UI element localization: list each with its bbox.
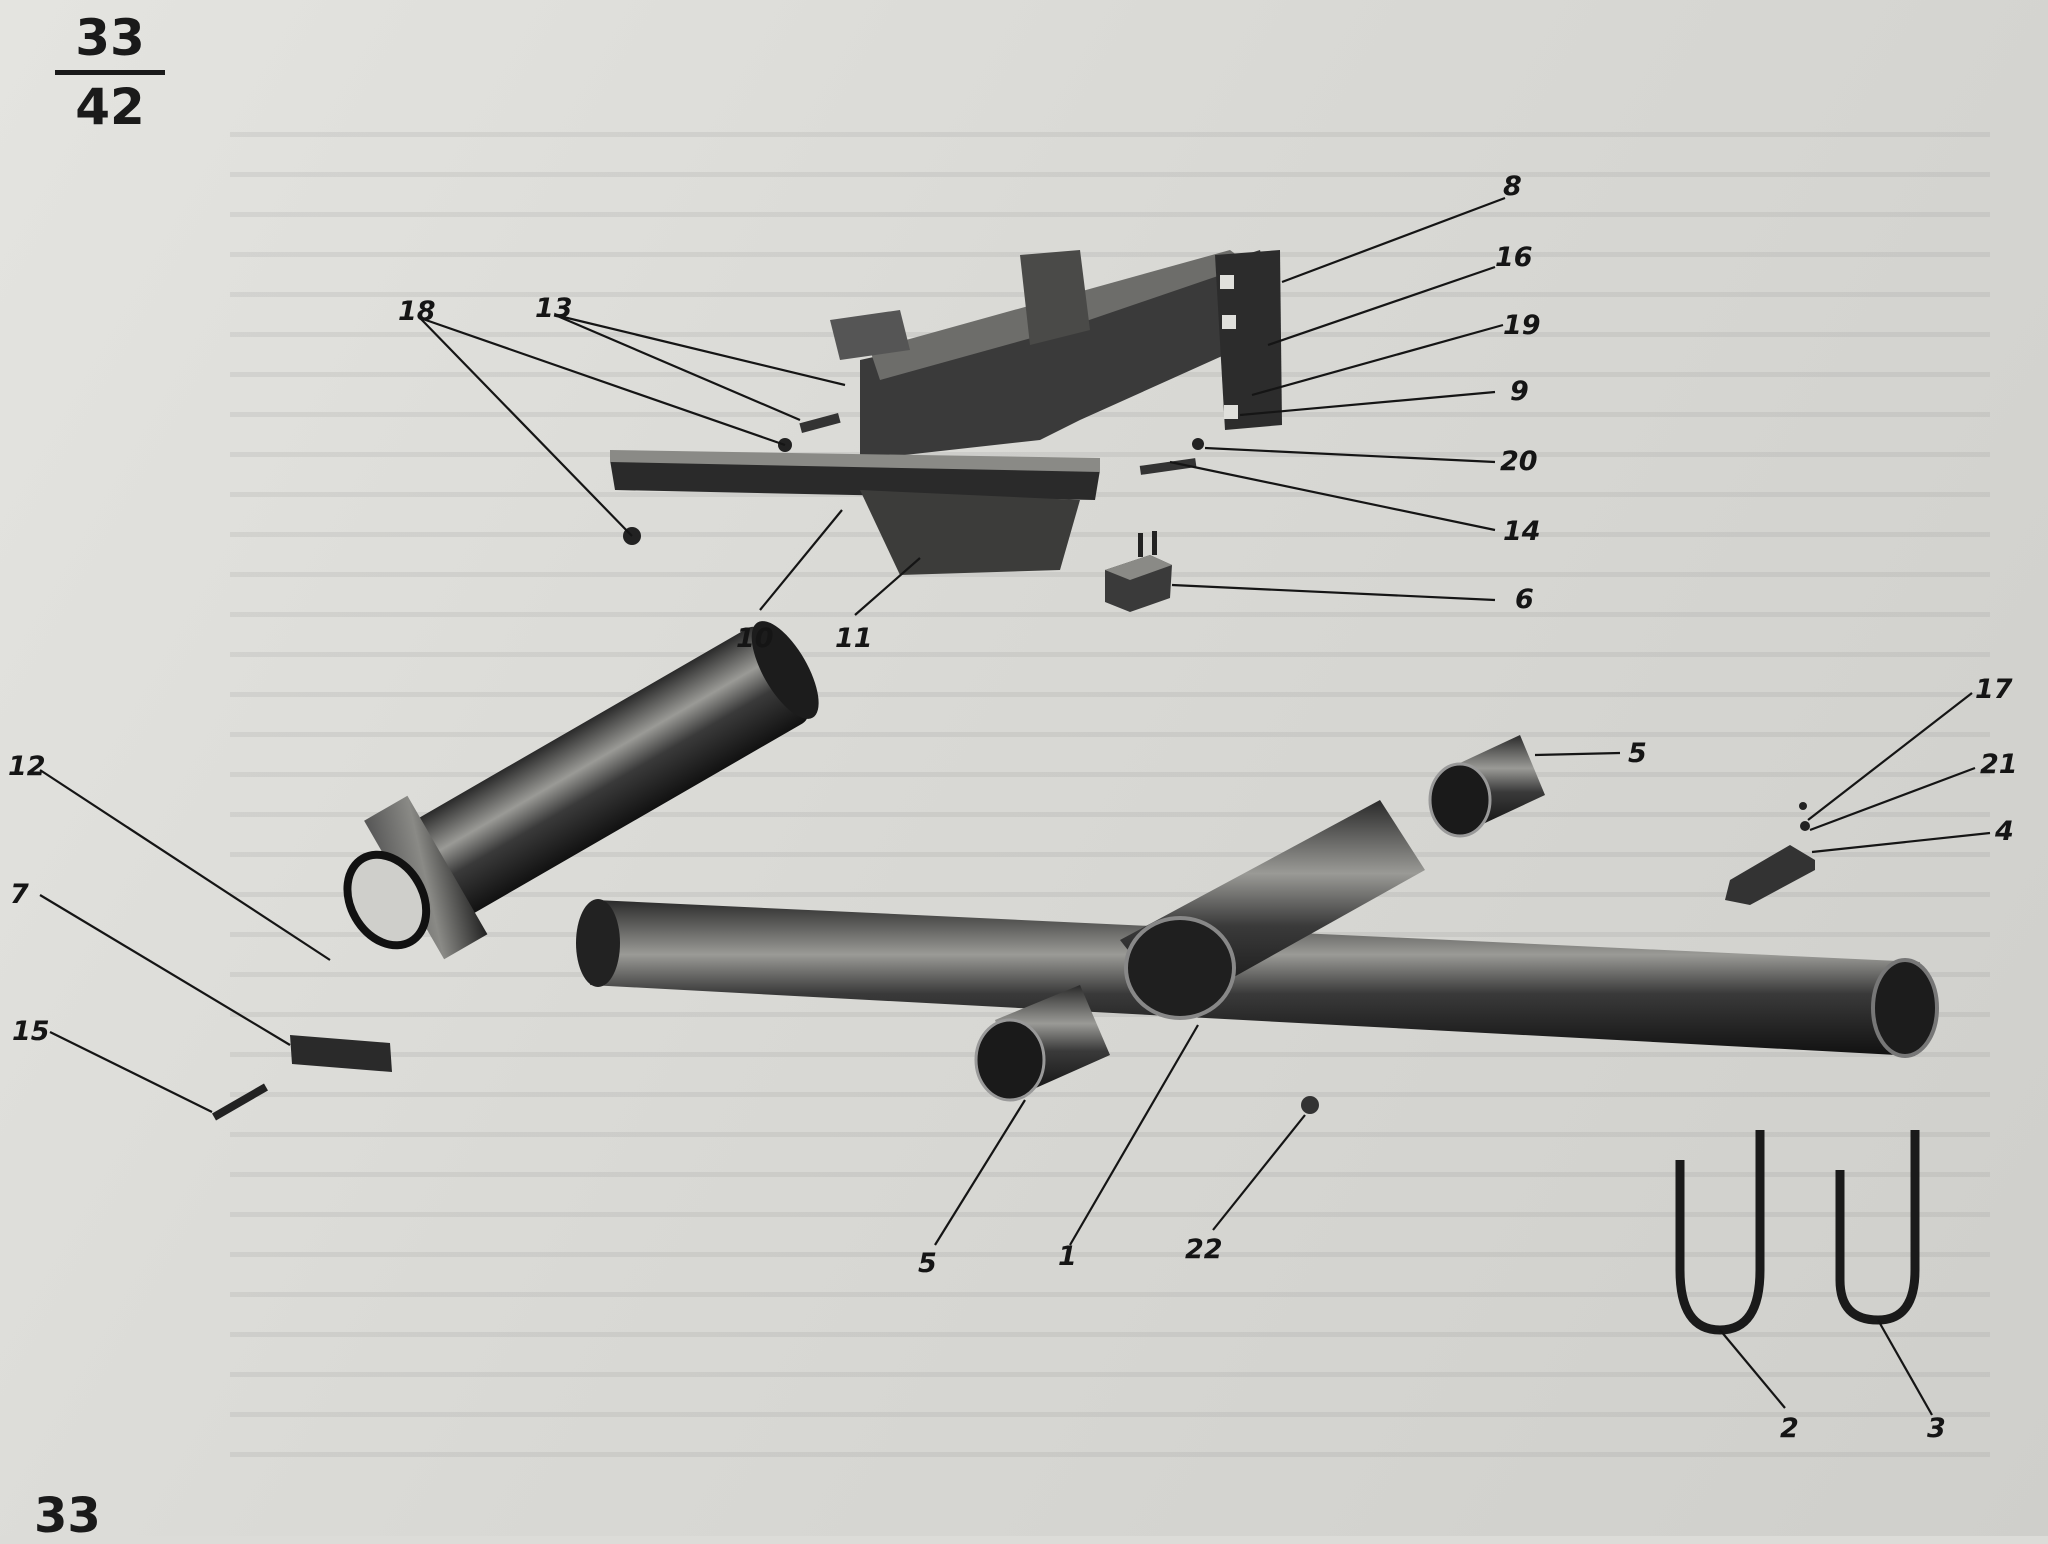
callout-4: 4 — [1994, 816, 2014, 847]
axle-tube-1 — [576, 800, 1939, 1058]
callout-17: 17 — [1975, 674, 2013, 705]
callout-21: 21 — [1980, 749, 2018, 780]
rubber-block-6 — [1105, 531, 1172, 612]
callout-12: 12 — [8, 751, 46, 782]
callout-11: 11 — [835, 623, 873, 654]
page-number: 33 — [34, 1488, 101, 1544]
sheet-number: 33 42 — [55, 10, 165, 135]
callout-3: 3 — [1927, 1413, 1946, 1444]
u-bolt-3 — [1835, 1130, 1920, 1325]
cylinder-12 — [343, 621, 819, 960]
nipple-22 — [1301, 1096, 1319, 1114]
u-bolt-2 — [1675, 1130, 1765, 1335]
callout-20: 20 — [1500, 446, 1538, 477]
bushing-5b — [974, 985, 1110, 1102]
sheet-number-bottom: 42 — [75, 78, 145, 136]
callout-2: 2 — [1780, 1413, 1799, 1444]
pin-15 — [212, 1083, 268, 1121]
leader-lines — [39, 196, 1991, 1416]
callout-8: 8 — [1503, 171, 1522, 202]
callout-5a: 5 — [1628, 738, 1647, 769]
plate-7 — [290, 1035, 392, 1072]
callout-6: 6 — [1515, 584, 1534, 615]
callout-15: 15 — [12, 1016, 50, 1047]
bolt-13 — [799, 412, 841, 434]
grease-fitting-4 — [1725, 802, 1815, 905]
callout-19: 19 — [1503, 310, 1541, 341]
callout-7: 7 — [10, 879, 29, 910]
callout-5b: 5 — [918, 1248, 937, 1279]
callout-18: 18 — [398, 296, 436, 327]
bushing-5a — [1428, 735, 1545, 838]
sheet-number-rule — [55, 70, 165, 75]
bolt-14 — [1139, 458, 1197, 475]
callout-9: 9 — [1510, 376, 1529, 407]
bracket-assembly — [610, 250, 1282, 575]
callout-13: 13 — [535, 293, 573, 324]
sheet-number-top: 33 — [75, 9, 145, 67]
callout-1: 1 — [1058, 1241, 1077, 1272]
callout-10: 10 — [736, 623, 774, 654]
callout-22: 22 — [1185, 1234, 1223, 1265]
callout-14: 14 — [1503, 516, 1541, 547]
washer-20 — [1192, 438, 1204, 450]
callout-16: 16 — [1495, 242, 1533, 273]
